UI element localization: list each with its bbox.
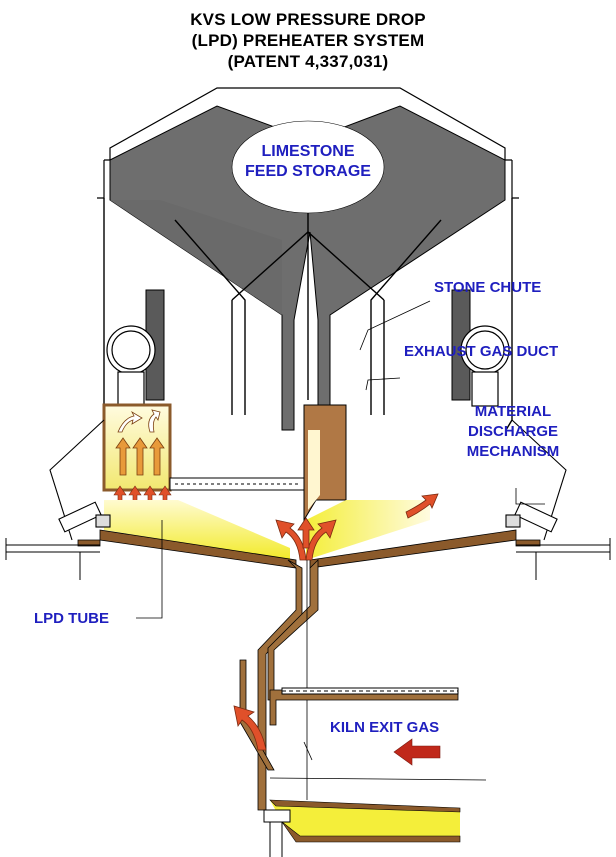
kiln-base	[263, 809, 291, 857]
label-limestone-feed-storage: LIMESTONE FEED STORAGE	[232, 142, 384, 182]
label-kiln-exit-gas: KILN EXIT GAS	[330, 719, 440, 736]
support-platforms	[5, 538, 611, 580]
center-gas-arrows	[275, 493, 439, 561]
title-line-1: KVS LOW PRESSURE DROP	[190, 10, 426, 29]
kiln-riser-arrow	[233, 705, 267, 751]
storage-label-ellipse	[231, 120, 385, 214]
refractory-lining	[77, 529, 541, 569]
gas-flow-arrows-left	[115, 409, 165, 476]
label-lpd-tube: LPD TUBE	[34, 610, 109, 627]
material-discharge-mechanism	[49, 419, 567, 541]
material-label-line-3: MECHANISM	[466, 443, 560, 460]
label-exhaust-gas-duct: EXHAUST GAS DUCT	[404, 343, 559, 360]
leader-lines	[136, 300, 545, 761]
rotary-kiln	[269, 777, 487, 843]
hot-material-bed	[104, 500, 430, 560]
label-material-discharge-mechanism: MATERIAL DISCHARGE MECHANISM	[448, 402, 578, 462]
exhaust-gas-ducts	[106, 325, 510, 407]
kiln-upper-lining	[281, 687, 459, 695]
gas-flow-arrows-lower-left	[113, 485, 172, 511]
material-label-line-2: DISCHARGE	[467, 423, 558, 440]
label-stone-chute: STONE CHUTE	[434, 279, 542, 296]
right-preheat-chamber	[303, 404, 347, 522]
material-label-line-1: MATERIAL	[474, 403, 552, 420]
title-line-2: (LPD) PREHEATER SYSTEM	[191, 31, 425, 50]
horizontal-duct	[169, 477, 305, 491]
storage-label-line-2: FEED STORAGE	[245, 163, 371, 180]
kiln-exit-gas-arrow	[393, 738, 441, 766]
lpd-tube	[257, 559, 319, 811]
title-line-3: (PATENT 4,337,031)	[227, 52, 389, 71]
storage-label-line-1: LIMESTONE	[261, 143, 355, 160]
